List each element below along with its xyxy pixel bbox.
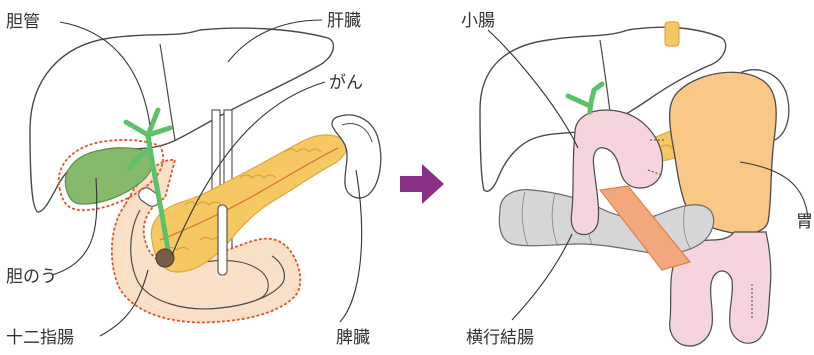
label-gallbladder: 胆のう: [6, 267, 57, 287]
transverse-colon: [499, 190, 713, 254]
esophagus: [665, 22, 679, 46]
tumor: [156, 249, 174, 267]
label-stomach: 胃: [796, 212, 813, 232]
label-duodenum: 十二指腸: [6, 328, 74, 348]
label-transverse-colon: 横行結腸: [466, 328, 534, 348]
after-surgery-panel: 小腸 胃 横行結腸: [461, 11, 813, 348]
label-cancer: がん: [329, 73, 363, 93]
label-liver: 肝臓: [327, 11, 361, 31]
before-surgery-panel: 胆管 肝臓 がん 胆のう 十二指腸 脾臓: [6, 11, 381, 348]
portal-vein: [218, 205, 227, 275]
transition-arrow: [400, 164, 444, 204]
label-small-intestine: 小腸: [461, 11, 495, 31]
label-spleen: 脾臓: [336, 328, 370, 348]
label-bile-duct: 胆管: [6, 12, 40, 32]
